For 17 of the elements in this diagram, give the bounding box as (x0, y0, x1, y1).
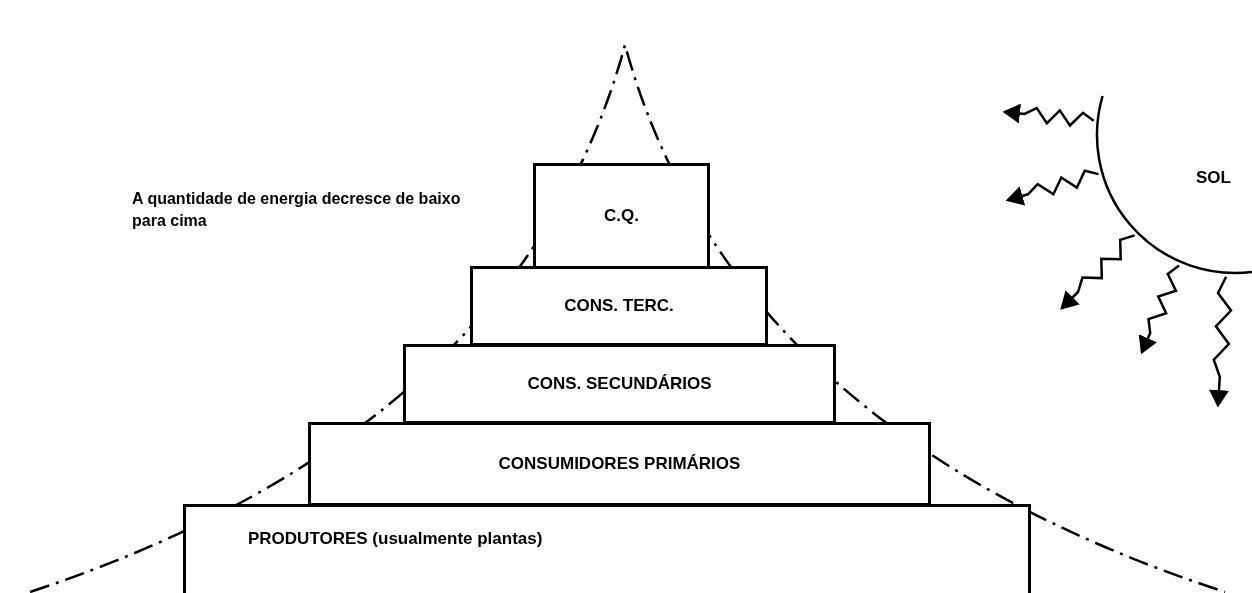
pyramid-level (403, 344, 836, 424)
level-label: C.Q. (604, 206, 639, 226)
pyramid-level (470, 266, 768, 346)
ray-arrow (1209, 276, 1233, 408)
level-label: CONSUMIDORES PRIMÁRIOS (498, 454, 741, 474)
pyramid-level (183, 504, 1031, 593)
sun-label: SOL (1196, 168, 1231, 188)
ray-arrow (1002, 103, 1095, 128)
level-label: PRODUTORES (usualmente plantas) (248, 529, 543, 549)
pyramid-level (533, 163, 710, 269)
pyramid-level (308, 422, 931, 506)
ray-arrow (1060, 234, 1135, 310)
ray-arrow (1138, 264, 1180, 355)
note-text: A quantidade de energia decresce de baixo para cima (132, 189, 462, 231)
level-label: CONS. SECUNDÁRIOS (527, 374, 712, 394)
level-label: CONS. TERC. (564, 296, 674, 316)
ray-arrow (1005, 169, 1099, 206)
